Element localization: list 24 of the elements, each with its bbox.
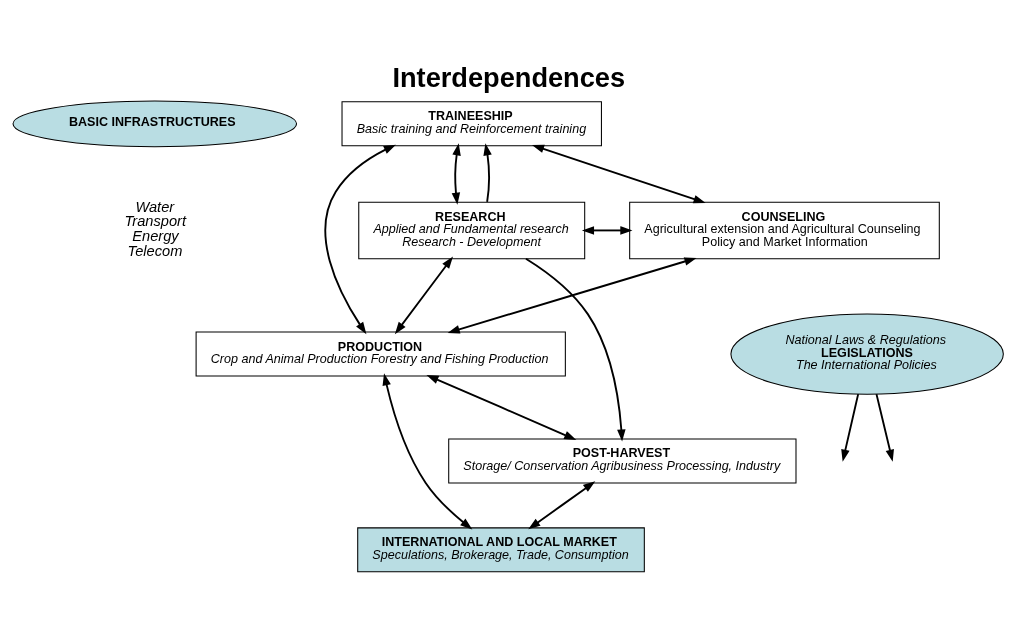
- arrow: [875, 392, 894, 462]
- node-ellipse: BASIC INFRASTRUCTURES: [12, 99, 298, 147]
- diagram-title: Interdependences: [392, 61, 626, 93]
- arrow: [525, 257, 626, 442]
- arrow: [528, 480, 596, 529]
- node-box: TRAINEESHIP Basic training and Reinforcement training: [341, 100, 602, 146]
- arrow: [451, 142, 461, 205]
- node-box: PRODUCTION Crop and Animal Production Forestry and Fishing Production: [195, 331, 566, 377]
- arrow: [581, 225, 633, 235]
- node-box: INTERNATIONAL AND LOCAL MARKET Speculations, Brokerage, Trade, Consumption: [357, 526, 645, 572]
- node-label: Transport: [124, 212, 186, 229]
- arrow: [841, 392, 860, 462]
- arrow: [394, 255, 453, 334]
- arrow: [426, 374, 577, 440]
- arrow: [382, 372, 473, 529]
- node-box: COUNSELING Agricultural extension and Agricultural Counseling Policy and Market Information: [629, 201, 940, 259]
- node-box: RESEARCH Applied and Fundamental research Research - Development: [358, 201, 586, 259]
- node-ellipse: National Laws & Regulations LEGISLATIONS The International Policies: [730, 312, 1004, 395]
- arrow: [324, 144, 396, 334]
- arrow: [531, 144, 706, 203]
- node-label: Water: [135, 198, 175, 215]
- arrow: [483, 142, 492, 203]
- node-box: POST-HARVEST Storage/ Conservation Agribusiness Processing, Industry: [448, 437, 797, 483]
- arrow: [447, 256, 697, 333]
